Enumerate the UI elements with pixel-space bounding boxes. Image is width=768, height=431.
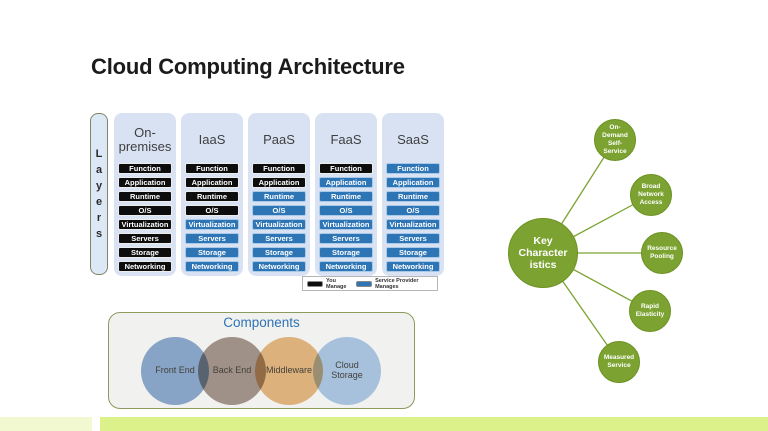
kc-center-line: istics: [529, 259, 557, 272]
provider-manages-swatch: [356, 280, 373, 287]
stack-row-storage: Storage: [252, 247, 306, 258]
stack-column-title: SaaS: [397, 132, 429, 148]
stack-row-storage: Storage: [319, 247, 373, 258]
component-circle-frontend: [141, 337, 209, 405]
you-manage-swatch: [307, 280, 323, 287]
stack-row-servers: Servers: [252, 233, 306, 244]
stack-row-runtime: Runtime: [185, 191, 239, 202]
stack-row-function: Function: [319, 163, 373, 174]
characteristic-measured-service: Measured Service: [598, 341, 640, 383]
bottom-accent-bar-main: [100, 417, 768, 431]
stack-column-title: FaaS: [330, 132, 362, 148]
stack-row-application: Application: [319, 177, 373, 188]
layers-letter: y: [95, 180, 103, 192]
stack-row-storage: Storage: [185, 247, 239, 258]
legend: You Manage Service Provider Manages: [302, 276, 438, 291]
stack-row-runtime: Runtime: [252, 191, 306, 202]
layers-letter: s: [95, 228, 103, 240]
key-characteristics-center: Key Character istics: [508, 218, 578, 288]
stack-row-storage: Storage: [118, 247, 172, 258]
components-title: Components: [223, 315, 300, 330]
stack-row-virtualization: Virtualization: [386, 219, 440, 230]
stack-row-virtualization: Virtualization: [319, 219, 373, 230]
page-title: Cloud Computing Architecture: [91, 54, 405, 79]
stack-row-application: Application: [386, 177, 440, 188]
stack-row-application: Application: [118, 177, 172, 188]
stack-row-os: O/S: [319, 205, 373, 216]
stack-row-function: Function: [386, 163, 440, 174]
characteristic-broad-network-access: Broad Network Access: [630, 174, 672, 216]
you-manage-label: You Manage: [326, 277, 347, 290]
stack-row-os: O/S: [386, 205, 440, 216]
stack-row-function: Function: [252, 163, 306, 174]
stack-row-networking: Networking: [386, 261, 440, 272]
stack-column-title: On-premises: [118, 125, 172, 154]
stack-row-os: O/S: [252, 205, 306, 216]
stack-row-os: O/S: [185, 205, 239, 216]
stack-column-title: PaaS: [263, 132, 295, 148]
provider-manages-label: Service Provider Manages: [375, 277, 419, 290]
stack-row-networking: Networking: [252, 261, 306, 272]
stack-row-servers: Servers: [386, 233, 440, 244]
stack-row-runtime: Runtime: [118, 191, 172, 202]
stack-row-virtualization: Virtualization: [118, 219, 172, 230]
bottom-accent-bar-left: [0, 417, 92, 431]
stack-row-os: O/S: [118, 205, 172, 216]
stack-column-title: IaaS: [198, 132, 226, 148]
stack-row-storage: Storage: [386, 247, 440, 258]
stack-row-servers: Servers: [118, 233, 172, 244]
component-circle-backend: [198, 337, 266, 405]
stack-row-function: Function: [185, 163, 239, 174]
stack-row-servers: Servers: [185, 233, 239, 244]
stack-row-runtime: Runtime: [386, 191, 440, 202]
layers-letter: e: [95, 196, 103, 208]
layers-letter: a: [95, 164, 103, 176]
characteristic-on-demand-self-service: On-Demand Self-Service: [594, 119, 636, 161]
kc-center-line: Character: [518, 246, 568, 259]
characteristic-resource-pooling: Resource Pooling: [641, 232, 683, 274]
stack-row-function: Function: [118, 163, 172, 174]
component-circle-cloudstorage: [313, 337, 381, 405]
stack-row-networking: Networking: [319, 261, 373, 272]
component-circle-middleware: [255, 337, 323, 405]
layers-letter: r: [96, 212, 102, 224]
layers-letter: L: [95, 148, 103, 160]
stack-row-virtualization: Virtualization: [252, 219, 306, 230]
stack-row-networking: Networking: [118, 261, 172, 272]
stack-row-servers: Servers: [319, 233, 373, 244]
stack-row-virtualization: Virtualization: [185, 219, 239, 230]
stack-row-application: Application: [185, 177, 239, 188]
kc-center-line: Key: [533, 234, 553, 247]
stack-row-runtime: Runtime: [319, 191, 373, 202]
characteristic-rapid-elasticity: Rapid Elasticity: [629, 290, 671, 332]
stack-row-networking: Networking: [185, 261, 239, 272]
stack-row-application: Application: [252, 177, 306, 188]
